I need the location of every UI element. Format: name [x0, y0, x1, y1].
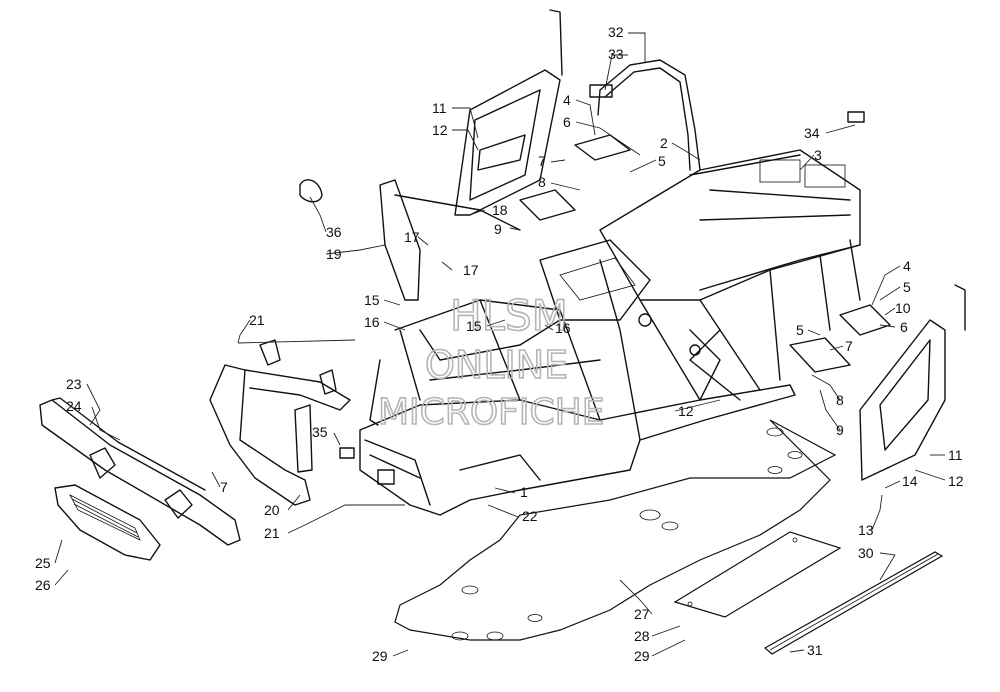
- callout-34: 34: [804, 125, 820, 141]
- left-side-panel-drawing: [454, 9, 563, 216]
- callout-5-mid: 5: [796, 322, 804, 338]
- callouts: 11 12 32 33 4 6 2 5 7 8 34 3 18 9 36 19 …: [35, 24, 964, 664]
- callout-20: 20: [264, 502, 280, 518]
- callout-6-top: 6: [563, 114, 571, 130]
- callout-33: 33: [608, 46, 624, 62]
- callout-8-top: 8: [538, 174, 546, 190]
- callout-29-left: 29: [372, 648, 388, 664]
- callout-12-right: 12: [948, 473, 964, 489]
- callout-30: 30: [858, 545, 874, 561]
- callout-10: 10: [895, 300, 911, 316]
- callout-2: 2: [660, 135, 668, 151]
- callout-16-left: 16: [364, 314, 380, 330]
- callout-7-top: 7: [538, 153, 546, 169]
- callout-23: 23: [66, 376, 82, 392]
- callout-31: 31: [807, 642, 823, 658]
- callout-3: 3: [814, 147, 822, 163]
- callout-21-top: 21: [249, 312, 265, 328]
- callout-15-center: 15: [466, 318, 482, 334]
- callout-28: 28: [634, 628, 650, 644]
- callout-29-right: 29: [634, 648, 650, 664]
- right-side-panel-drawing: [859, 284, 966, 481]
- callout-26: 26: [35, 577, 51, 593]
- watermark-line-2: ONLINE: [425, 343, 568, 387]
- callout-5-top: 5: [658, 153, 666, 169]
- callout-13: 13: [858, 522, 874, 538]
- skid-plate-drawing: [394, 419, 837, 641]
- callout-4-top: 4: [563, 92, 571, 108]
- callout-1: 1: [520, 484, 528, 500]
- front-bumper-drawing: [39, 397, 241, 546]
- callout-27: 27: [634, 606, 650, 622]
- front-fascia-drawing: [54, 484, 161, 561]
- callout-19: 19: [326, 246, 342, 262]
- roll-bar-drawing: [589, 59, 701, 171]
- callout-17-a: 17: [404, 229, 420, 245]
- callout-9-top: 9: [494, 221, 502, 237]
- callout-11-right: 11: [948, 447, 963, 463]
- leader-lines: [54, 32, 946, 657]
- callout-7-right: 7: [845, 338, 853, 354]
- callout-11-left: 11: [432, 100, 447, 116]
- callout-8-right: 8: [836, 392, 844, 408]
- callout-22: 22: [522, 508, 538, 524]
- main-frame-drawing: [359, 149, 861, 516]
- callout-36: 36: [326, 224, 342, 240]
- rocker-strip-drawing: [763, 551, 944, 655]
- callout-25: 25: [35, 555, 51, 571]
- watermark-line-1: HLSM: [450, 291, 568, 340]
- callout-5-right: 5: [903, 279, 911, 295]
- bumper-mount-drawing: [209, 339, 351, 506]
- callout-12-left: 12: [432, 122, 448, 138]
- callout-6-right: 6: [900, 319, 908, 335]
- callout-15-left: 15: [364, 292, 380, 308]
- callout-14: 14: [902, 473, 918, 489]
- callout-7-left: 7: [220, 479, 228, 495]
- callout-9-right: 9: [836, 422, 844, 438]
- callout-24: 24: [66, 398, 82, 414]
- callout-18: 18: [492, 202, 508, 218]
- callout-35: 35: [312, 424, 328, 440]
- watermark-line-3: MICROFICHE: [378, 392, 604, 433]
- brackets-drawing: [339, 111, 891, 459]
- watermark: HLSM ONLINE MICROFICHE: [377, 290, 605, 434]
- callout-16-center: 16: [555, 320, 571, 336]
- callout-21-bottom: 21: [264, 525, 280, 541]
- callout-4-right: 4: [903, 258, 911, 274]
- callout-12-center: 12: [678, 403, 694, 419]
- callout-32: 32: [608, 24, 624, 40]
- rear-skid-plate-drawing: [673, 531, 842, 618]
- callout-17-b: 17: [463, 262, 479, 278]
